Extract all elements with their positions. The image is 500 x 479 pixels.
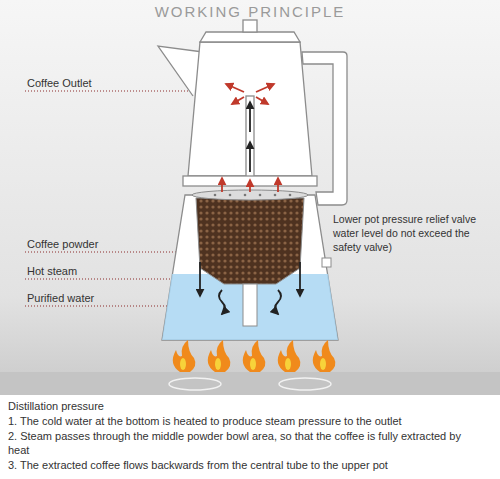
flames bbox=[173, 340, 336, 372]
text-panel bbox=[0, 395, 500, 479]
steam-arrows bbox=[222, 84, 278, 192]
part-label: Coffee powder bbox=[27, 237, 187, 251]
safety-valve bbox=[322, 258, 331, 267]
part-label: Hot steam bbox=[27, 264, 187, 278]
step-text: 1. The cold water at the bottom is heate… bbox=[8, 414, 496, 428]
flow-arrows bbox=[200, 102, 300, 314]
lower-pot bbox=[162, 195, 338, 340]
note-text: Lower pot pressure relief valve water le… bbox=[333, 212, 495, 254]
burner-ring bbox=[279, 378, 331, 390]
burner-ring bbox=[169, 378, 221, 390]
stove-top bbox=[0, 372, 500, 395]
step-text: 2. Steam passes through the middle powde… bbox=[8, 429, 480, 457]
step-text: 3. The extracted coffee flows backwards … bbox=[8, 458, 496, 472]
section-heading: Distillation pressure bbox=[8, 399, 496, 413]
upper-pot bbox=[158, 20, 347, 205]
filter-funnel bbox=[192, 190, 308, 326]
part-label: Purified water bbox=[27, 291, 187, 305]
diagram-title: WORKING PRINCIPLE bbox=[0, 3, 500, 21]
backdrop bbox=[0, 0, 500, 395]
part-label: Coffee Outlet bbox=[27, 76, 187, 90]
